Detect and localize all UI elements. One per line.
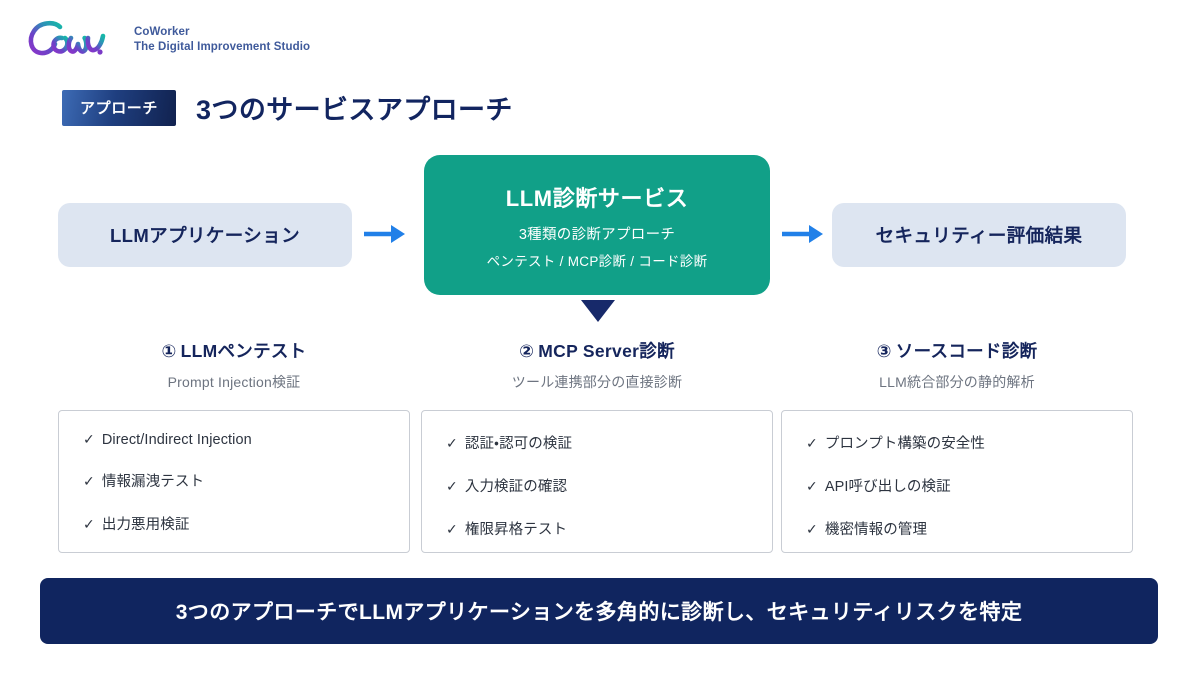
flow-input-box: LLMアプリケーション xyxy=(58,203,352,267)
checklist-item-label: プロンプト構築の安全性 xyxy=(824,436,986,452)
coworker-cow-script-logo-icon xyxy=(24,18,120,62)
title-row: アプローチ 3つのサービスアプローチ xyxy=(62,88,513,127)
checklist-item-label: 出力悪用検証 xyxy=(101,517,190,533)
checklist-item: ✓ 出力悪用検証 xyxy=(83,513,409,534)
check-icon: ✓ xyxy=(806,435,818,451)
checklist-item: ✓ 認証・認可の検証 xyxy=(446,432,772,453)
page-title: 3つのサービスアプローチ xyxy=(196,95,513,125)
checklist-item: ✓ API呼び出しの検証 xyxy=(806,475,1132,496)
check-icon: ✓ xyxy=(83,431,95,447)
approach-number-2: ② xyxy=(519,341,535,361)
checklist-item: ✓ 機密情報の管理 xyxy=(806,518,1132,539)
checklist-item: ✓ 入力検証の確認 xyxy=(446,475,772,496)
check-icon: ✓ xyxy=(806,521,818,537)
checklist-item-label: 認証・認可の検証 xyxy=(464,436,573,452)
checklist-item-label: 機密情報の管理 xyxy=(824,522,928,538)
approach-number-1: ① xyxy=(161,341,177,361)
checklist-card-2: ✓ 認証・認可の検証 ✓ 入力検証の確認 ✓ 権限昇格テスト xyxy=(421,410,773,553)
approach-title-3: ソースコード診断 xyxy=(895,341,1038,361)
check-icon: ✓ xyxy=(83,516,95,532)
approach-number-3: ③ xyxy=(876,341,892,361)
check-icon: ✓ xyxy=(446,478,458,494)
flow-output-label: セキュリティー評価結果 xyxy=(875,225,1083,246)
flow-input-label: LLMアプリケーション xyxy=(109,225,301,246)
checklist-item: ✓ 情報漏洩テスト xyxy=(83,470,409,491)
brand-name: CoWorker xyxy=(134,26,190,39)
approach-subtitle-1: Prompt Injection検証 xyxy=(167,374,301,390)
flow-center-detail: ペンテスト / MCP診断 / コード診断 xyxy=(486,253,708,269)
checklist-card-1: ✓ Direct/Indirect Injection ✓ 情報漏洩テスト ✓ … xyxy=(58,410,410,553)
flow-center-box: LLM診断サービス 3種類の診断アプローチ ペンテスト / MCP診断 / コー… xyxy=(424,155,770,295)
checklist-card-3: ✓ プロンプト構築の安全性 ✓ API呼び出しの検証 ✓ 機密情報の管理 xyxy=(781,410,1133,553)
check-icon: ✓ xyxy=(83,473,95,489)
checklist-item-label: 入力検証の確認 xyxy=(464,479,568,495)
check-icon: ✓ xyxy=(806,478,818,494)
approach-title-2: MCP Server診断 xyxy=(538,341,675,361)
brand-text: CoWorker The Digital Improvement Studio xyxy=(134,25,310,54)
check-icon: ✓ xyxy=(446,521,458,537)
triangle-down-icon xyxy=(581,300,615,322)
checklist-item-label: 情報漏洩テスト xyxy=(101,474,205,490)
flow-output-box: セキュリティー評価結果 xyxy=(832,203,1126,267)
arrow-right-icon-right xyxy=(780,221,826,247)
summary-banner: 3つのアプローチでLLMアプリケーションを多角的に診断し、セキュリティリスクを特… xyxy=(40,578,1158,644)
check-icon: ✓ xyxy=(446,435,458,451)
flow-diagram: LLMアプリケーション LLM診断サービス 3種類の診断アプローチ ペンテスト … xyxy=(0,155,1198,305)
arrow-right-icon-left xyxy=(362,221,408,247)
summary-banner-text: 3つのアプローチでLLMアプリケーションを多角的に診断し、セキュリティリスクを特… xyxy=(175,601,1023,624)
checklist-item: ✓ Direct/Indirect Injection xyxy=(83,432,409,448)
flow-center-subtitle: 3種類の診断アプローチ xyxy=(518,226,676,243)
checklist-item: ✓ プロンプト構築の安全性 xyxy=(806,432,1132,453)
flow-center-title: LLM診断サービス xyxy=(505,185,689,211)
checklist-item-label: 権限昇格テスト xyxy=(464,522,568,538)
checklist-item-label: API呼び出しの検証 xyxy=(824,479,951,495)
brand-header: CoWorker The Digital Improvement Studio xyxy=(24,18,310,62)
approach-subtitle-2: ツール連携部分の直接診断 xyxy=(511,374,683,390)
checklist-item-label: Direct/Indirect Injection xyxy=(101,432,252,448)
brand-tagline: The Digital Improvement Studio xyxy=(134,41,311,53)
checklist-item: ✓ 権限昇格テスト xyxy=(446,518,772,539)
approach-title-1: LLMペンテスト xyxy=(180,341,307,361)
approach-subtitle-3: LLM統合部分の静的解析 xyxy=(879,374,1035,390)
approach-badge: アプローチ xyxy=(62,89,177,126)
